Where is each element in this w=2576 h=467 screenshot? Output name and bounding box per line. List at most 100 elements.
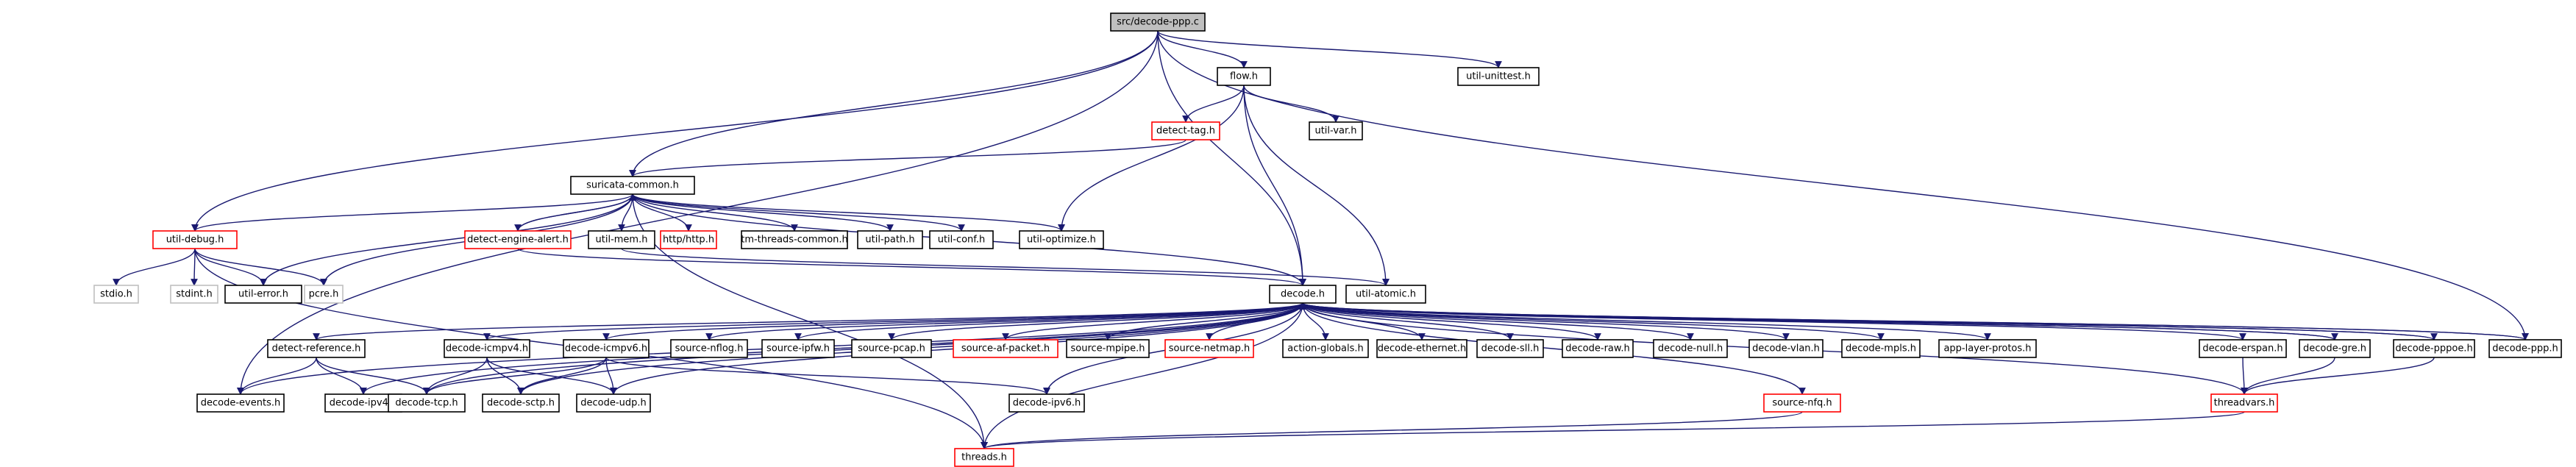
edge-line	[486, 357, 617, 395]
edge-line	[483, 302, 1303, 341]
node-decode-vlan-h[interactable]: decode-vlan.h	[1748, 339, 1824, 358]
edge-line	[629, 139, 1186, 177]
node-util-atomic-h[interactable]: util-atomic.h	[1345, 285, 1426, 304]
node-decode-icmpv6-h[interactable]: decode-icmpv6.h	[563, 339, 650, 358]
node-source-af-packet-h[interactable]: source-af-packet.h	[953, 339, 1058, 358]
edge-udebug-to-stdint	[191, 248, 198, 286]
edge-decode-to-dnull	[1302, 302, 1694, 341]
edge-line	[1302, 302, 1601, 341]
node-box	[1376, 339, 1467, 358]
node-decode-raw-h[interactable]: decode-raw.h	[1562, 339, 1634, 358]
node-label: source-netmap.h	[1169, 343, 1250, 354]
edge-sc-to-uopt	[632, 193, 1065, 232]
node-pcre-h[interactable]: pcre.h	[304, 285, 344, 304]
node-source-nflog-h[interactable]: source-nflog.h	[670, 339, 748, 358]
edge-line	[888, 302, 1303, 341]
edge-line	[1302, 302, 1694, 341]
edge-line	[632, 193, 1065, 232]
node-box	[576, 393, 651, 413]
node-decode-mpls-h[interactable]: decode-mpls.h	[1841, 339, 1921, 358]
node-util-optimize-h[interactable]: util-optimize.h	[1019, 230, 1104, 249]
edge-line	[191, 193, 633, 232]
node-util-error-h[interactable]: util-error.h	[224, 285, 302, 304]
node-box	[482, 393, 560, 413]
node-action-globals-h[interactable]: action-globals.h	[1282, 339, 1369, 358]
edge-line	[705, 302, 1303, 341]
node-decode-udp-h[interactable]: decode-udp.h	[576, 393, 651, 413]
node-decode-icmpv4-h[interactable]: decode-icmpv4.h	[444, 339, 530, 358]
node-app-layer-protos-h[interactable]: app-layer-protos.h	[1938, 339, 2037, 358]
node-layer: src/decode-ppp.c flow.h util-unittest.h det…	[93, 13, 2562, 467]
node-label: decode-ppp.h	[2492, 343, 2558, 354]
node-decode-erspan-h[interactable]: decode-erspan.h	[2199, 339, 2287, 358]
node-util-unittest-h[interactable]: util-unittest.h	[1457, 67, 1540, 86]
node-decode-pppoe-h[interactable]: decode-pppoe.h	[2393, 339, 2475, 358]
edge-decode-to-snfq	[1302, 302, 1806, 395]
node-label: decode-pppoe.h	[2395, 343, 2472, 354]
node-label: source-af-packet.h	[961, 343, 1050, 354]
node-decode-ethernet-h[interactable]: decode-ethernet.h	[1376, 339, 1467, 358]
node-decode-h[interactable]: decode.h	[1269, 285, 1337, 304]
node-label: detect-tag.h	[1156, 126, 1215, 137]
node-source-netmap-h[interactable]: source-netmap.h	[1164, 339, 1254, 358]
node-label: source-ipfw.h	[766, 343, 830, 354]
node-decode-events-h[interactable]: decode-events.h	[196, 393, 285, 413]
node-label: stdint.h	[176, 289, 212, 300]
node-label: util-optimize.h	[1027, 235, 1096, 246]
edge-dtag-to-sc	[629, 139, 1186, 177]
node-label: decode-ethernet.h	[1378, 343, 1466, 354]
node-tm-threads-common-h[interactable]: tm-threads-common.h	[741, 230, 848, 249]
node-suricata-common-h[interactable]: suricata-common.h	[570, 176, 695, 195]
node-decode-ppp-h[interactable]: decode-ppp.h	[2488, 339, 2562, 358]
node-util-debug-h[interactable]: util-debug.h	[152, 230, 238, 249]
node-box	[152, 230, 238, 249]
node-util-var-h[interactable]: util-var.h	[1309, 121, 1363, 140]
edge-decode-to-alp	[1302, 302, 1991, 341]
node-label: util-mem.h	[596, 235, 648, 246]
edge-snfq-to-threads	[981, 411, 1803, 449]
edge-decode-to-sipfw	[794, 302, 1303, 341]
node-util-mem-h[interactable]: util-mem.h	[588, 230, 655, 249]
node-stdint-h[interactable]: stdint.h	[170, 285, 218, 304]
node-util-conf-h[interactable]: util-conf.h	[929, 230, 994, 249]
edge-line	[1302, 302, 1885, 341]
node-box	[267, 339, 366, 358]
node-source-mpipe-h[interactable]: source-mpipe.h	[1066, 339, 1150, 358]
node-decode-ipv6-h[interactable]: decode-ipv6.h	[1008, 393, 1085, 413]
edge-line	[621, 248, 1390, 286]
node-source-pcap-h[interactable]: source-pcap.h	[851, 339, 932, 358]
node-decode-null-h[interactable]: decode-null.h	[1653, 339, 1728, 358]
node-label: http/http.h	[663, 235, 714, 246]
node-label: decode-erspan.h	[2202, 343, 2283, 354]
edge-line	[517, 357, 607, 395]
node-label: src/decode-ppp.c	[1117, 17, 1199, 28]
edge-line	[517, 193, 636, 232]
node-label: detect-reference.h	[272, 343, 361, 354]
node-util-path-h[interactable]: util-path.h	[857, 230, 923, 249]
edge-sc-to-tmtc	[632, 193, 798, 232]
node-source-ipfw-h[interactable]: source-ipfw.h	[761, 339, 835, 358]
node-label: decode-sctp.h	[487, 398, 555, 409]
node-src-decode-ppp-c[interactable]: src/decode-ppp.c	[1110, 13, 1206, 32]
node-source-nfq-h[interactable]: source-nfq.h	[1763, 393, 1841, 413]
node-box	[588, 230, 655, 249]
node-label: stdio.h	[100, 289, 132, 300]
node-stdio-h[interactable]: stdio.h	[93, 285, 139, 304]
edge-derspan-to-tvars	[2241, 357, 2248, 395]
node-decode-gre-h[interactable]: decode-gre.h	[2299, 339, 2371, 358]
node-http-http-h[interactable]: http/http.h	[660, 230, 717, 249]
node-box	[1110, 13, 1206, 32]
node-threads-h[interactable]: threads.h	[954, 448, 1014, 467]
node-detect-reference-h[interactable]: detect-reference.h	[267, 339, 366, 358]
node-decode-tcp-h[interactable]: decode-tcp.h	[388, 393, 466, 413]
edge-sc-to-uconf	[632, 193, 965, 232]
node-label: threads.h	[961, 452, 1007, 463]
node-threadvars-h[interactable]: threadvars.h	[2210, 393, 2278, 413]
node-decode-sctp-h[interactable]: decode-sctp.h	[482, 393, 560, 413]
node-decode-sll-h[interactable]: decode-sll.h	[1476, 339, 1544, 358]
node-flow-h[interactable]: flow.h	[1217, 67, 1271, 86]
edge-dpppoe-to-decode	[1299, 302, 2435, 341]
node-detect-tag-h[interactable]: detect-tag.h	[1151, 121, 1220, 140]
node-detect-engine-alert-h[interactable]: detect-engine-alert.h	[464, 230, 572, 249]
edge-line	[194, 248, 267, 286]
